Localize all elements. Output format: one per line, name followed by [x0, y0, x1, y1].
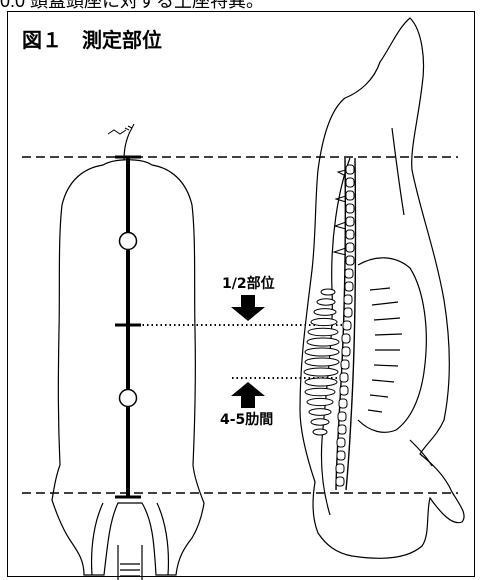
half-position-label: 1/2部位: [222, 276, 275, 292]
upper-marker-circle: [120, 233, 137, 250]
ribs: [304, 289, 339, 435]
carcass-side-view: [300, 18, 464, 558]
up-arrow-icon: [231, 382, 265, 408]
measurement-axis: [115, 157, 141, 498]
down-arrow-icon: [231, 295, 265, 321]
figure-title: 図１ 測定部位: [22, 28, 162, 52]
lower-marker-circle: [120, 390, 137, 407]
rib-position-label: 4-5肋間: [220, 412, 273, 428]
